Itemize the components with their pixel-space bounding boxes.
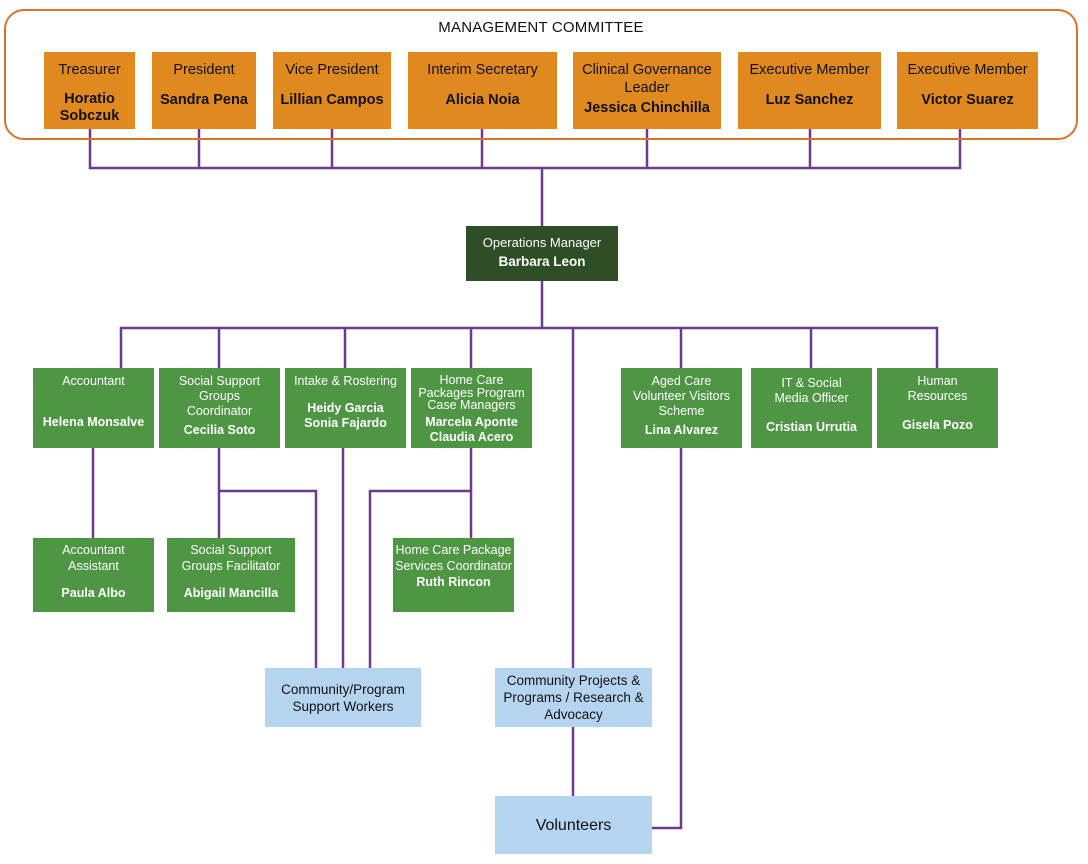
committee-title: MANAGEMENT COMMITTEE [438,19,644,36]
sub-staff-name: Ruth Rincon [416,575,491,589]
staff-home-care-case-managers: Home Care Packages Program Case Managers… [411,368,532,448]
member-name: Victor Suarez [921,92,1014,108]
staff-human-resources: Human Resources Gisela Pozo [877,368,998,448]
committee-member-clinical-governance-leader: Clinical Governance Leader Jessica Chinc… [573,52,721,129]
staff-role: Aged Care Volunteer Visitors Scheme [632,374,731,418]
member-name: Jessica Chinchilla [584,100,710,116]
member-role: Executive Member [749,62,870,78]
operations-name: Barbara Leon [498,254,586,269]
staff-name: Cristian Urrutia [766,420,857,434]
staff-name: Gisela Pozo [902,418,973,432]
committee-member-treasurer: Treasurer Horatio Sobczuk [44,52,135,129]
sub-staff-name: Abigail Mancilla [183,586,279,600]
member-role: Clinical Governance Leader [582,62,712,96]
sub-staff-accountant-assistant: Accountant Assistant Paula Albo [33,538,154,612]
staff-name: Heidy Garcia Sonia Fajardo [304,401,387,430]
member-name: Horatio Sobczuk [59,91,120,124]
group-label: Community/Program Support Workers [281,681,405,714]
support-workers-connector [368,489,471,668]
group-support-workers: Community/Program Support Workers [265,668,421,727]
staff-name: Helena Monsalve [42,415,145,429]
support-workers-connector [219,489,318,668]
group-label: Community Projects & Programs / Research… [503,673,644,722]
member-name: Alicia Noia [445,92,520,108]
staff-social-support-coordinator: Social Support Groups Coordinator Cecili… [159,368,280,448]
member-role: President [173,62,235,78]
staff-name: Marcela Aponte Claudia Acero [425,414,518,444]
member-name: Sandra Pena [160,92,248,108]
committee-connector [88,128,962,170]
staff-name: Lina Alvarez [644,423,719,437]
staff-aged-care-volunteer-visitors: Aged Care Volunteer Visitors Scheme Lina… [621,368,742,448]
member-role: Vice President [285,62,379,78]
committee-member-vice-president: Vice President Lillian Campos [273,52,391,129]
staff-intake-rostering: Intake & Rostering Heidy Garcia Sonia Fa… [285,368,406,448]
staff-bus-connector [119,326,939,368]
operations-role: Operations Manager [482,235,602,250]
sub-staff-role: Accountant Assistant [62,543,125,573]
staff-role: Intake & Rostering [294,374,397,388]
member-name: Lillian Campos [280,92,384,108]
volunteers-connector [652,448,683,830]
member-name: Luz Sanchez [765,92,854,108]
group-volunteers: Volunteers [495,796,652,854]
committee-member-executive-2: Executive Member Victor Suarez [897,52,1038,129]
staff-role: Accountant [62,374,125,388]
staff-role: Home Care Packages Program Case Managers [418,373,525,412]
sub-staff-name: Paula Albo [61,586,126,600]
group-community-projects: Community Projects & Programs / Research… [495,668,652,727]
member-role: Executive Member [907,62,1028,78]
operations-manager-box: Operations Manager Barbara Leon [466,226,618,281]
sub-staff-role: Social Support Groups Facilitator [181,543,281,573]
member-role: Treasurer [58,62,121,78]
committee-member-interim-secretary: Interim Secretary Alicia Noia [408,52,557,129]
sub-staff-social-support-facilitator: Social Support Groups Facilitator Abigai… [167,538,295,612]
staff-accountant: Accountant Helena Monsalve [33,368,154,448]
staff-role: Human Resources [907,374,968,403]
committee-member-executive-1: Executive Member Luz Sanchez [738,52,881,129]
member-role: Interim Secretary [427,62,538,78]
sub-staff-role: Home Care Package Services Coordinator [395,543,512,573]
group-label: Volunteers [535,816,612,834]
staff-name: Cecilia Soto [183,423,256,437]
sub-staff-home-care-coordinator: Home Care Package Services Coordinator R… [393,538,514,612]
staff-role: IT & Social Media Officer [774,376,849,405]
management-committee-frame [4,9,1078,140]
committee-member-president: President Sandra Pena [152,52,256,129]
staff-it-social-media: IT & Social Media Officer Cristian Urrut… [751,368,872,448]
staff-role: Social Support Groups Coordinator [178,374,261,418]
